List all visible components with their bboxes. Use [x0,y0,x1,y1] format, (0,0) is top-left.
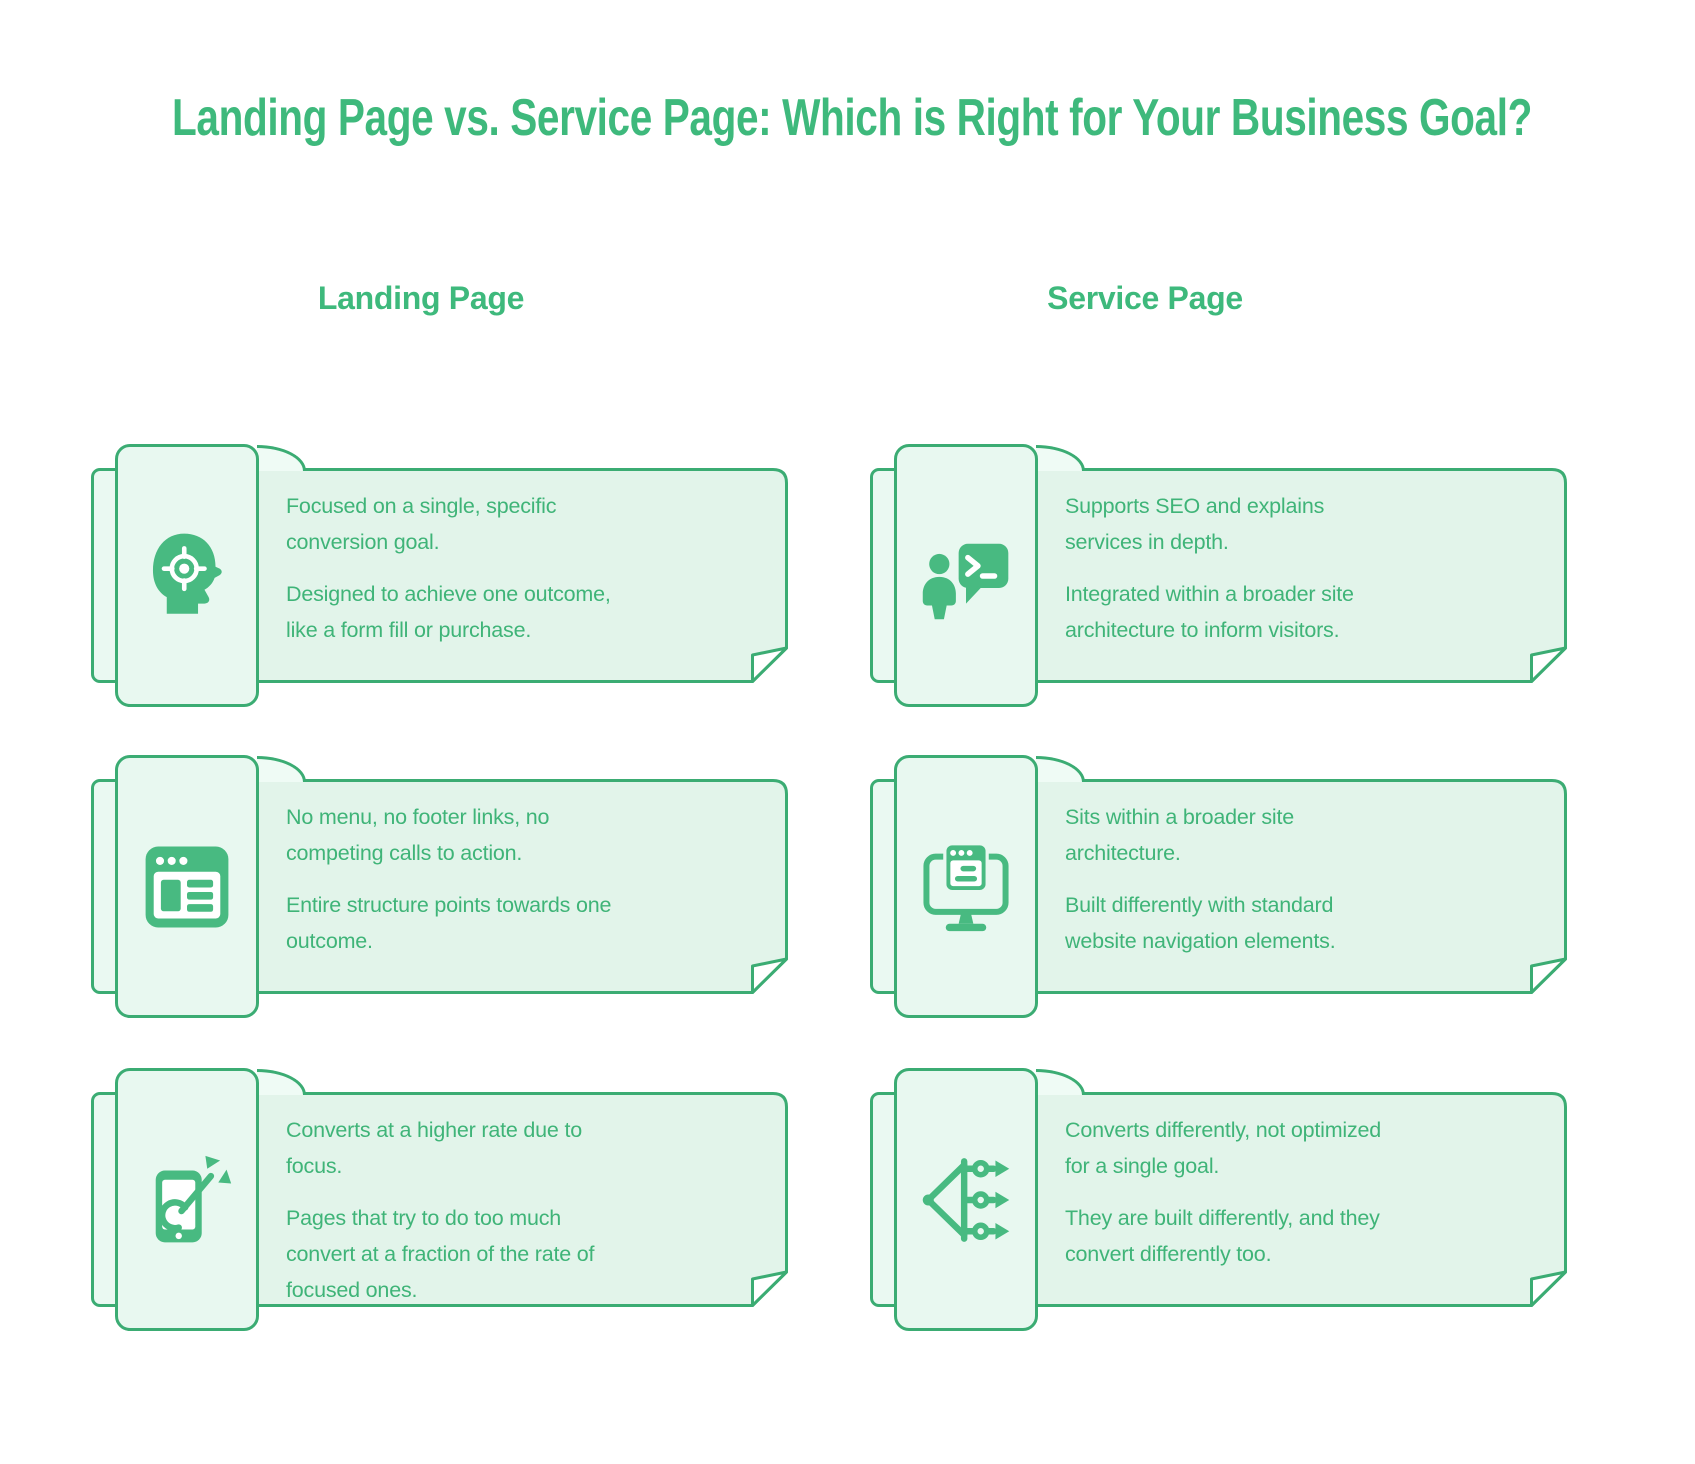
page-title: Landing Page vs. Service Page: Which is … [172,89,1532,147]
icon-panel [894,755,1038,1018]
head-target-icon [141,526,233,626]
card-text: No menu, no footer links, no competing c… [286,799,764,959]
phone-dart-icon [141,1150,233,1250]
card-paragraph: Designed to achieve one outcome, like a … [286,582,611,642]
page-curl [257,1069,306,1095]
card-landing-focus: Focused on a single, specific conversion… [91,444,791,708]
card-text: Sits within a broader site architecture.… [1065,799,1543,959]
decision-tree-icon [920,1150,1012,1250]
card-paragraph: Integrated within a broader site archite… [1065,582,1354,642]
person-chat-terminal-icon [920,526,1012,626]
browser-window-icon [142,841,232,933]
column-header-landing-page: Landing Page [317,280,525,316]
card-text: Focused on a single, specific conversion… [286,488,764,648]
page-curl [1036,1069,1085,1095]
icon-panel [894,444,1038,707]
card-service-seo: Supports SEO and explains services in de… [870,444,1570,708]
icon-panel [894,1068,1038,1331]
card-paragraph: Converts differently, not optimized for … [1065,1118,1382,1178]
card-landing-structure: No menu, no footer links, no competing c… [91,755,791,1019]
icon-panel [115,444,259,707]
card-paragraph: No menu, no footer links, no competing c… [286,805,550,865]
card-landing-conversion: Converts at a higher rate due to focus. … [91,1068,791,1332]
card-service-conversion: Converts differently, not optimized for … [870,1068,1570,1332]
card-service-architecture: Sits within a broader site architecture.… [870,755,1570,1019]
card-paragraph: Supports SEO and explains services in de… [1065,494,1325,554]
card-paragraph: They are built differently, and they con… [1065,1206,1380,1266]
page-curl [1036,445,1085,471]
page-curl [1036,756,1085,782]
card-paragraph: Focused on a single, specific conversion… [286,494,557,554]
icon-panel [115,755,259,1018]
card-text: Converts differently, not optimized for … [1065,1112,1543,1272]
card-paragraph: Entire structure points towards one outc… [286,893,612,953]
page-curl [257,756,306,782]
card-paragraph: Sits within a broader site architecture. [1065,805,1295,865]
icon-panel [115,1068,259,1331]
card-paragraph: Converts at a higher rate due to focus. [286,1118,582,1178]
column-header-service-page: Service Page [1047,280,1243,316]
card-paragraph: Pages that try to do too much convert at… [286,1206,595,1302]
card-paragraph: Built differently with standard website … [1065,893,1336,953]
card-text: Converts at a higher rate due to focus. … [286,1112,764,1308]
page-curl [257,445,306,471]
card-text: Supports SEO and explains services in de… [1065,488,1543,648]
monitor-browser-icon [920,837,1012,937]
